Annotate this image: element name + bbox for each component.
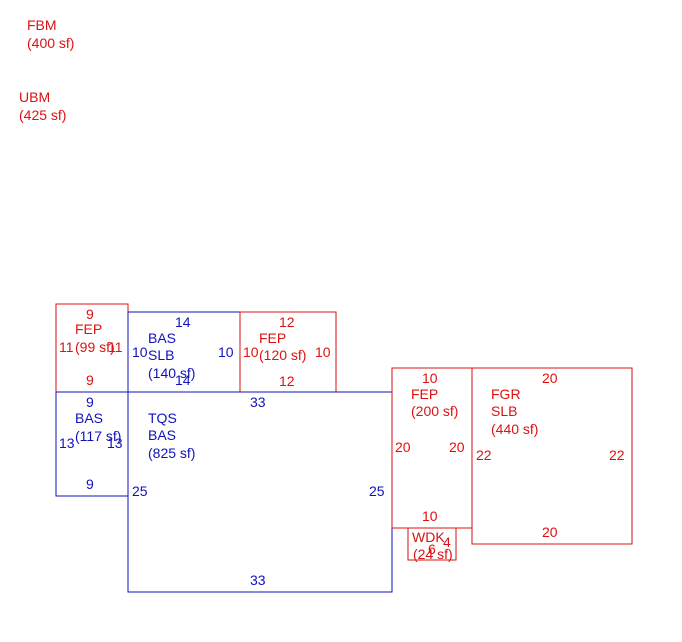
dim-left: 25 <box>132 483 148 499</box>
room-fep-99: FEP (99 sf) 9 9 11 11 <box>55 303 129 393</box>
fbm-name: FBM <box>27 17 57 33</box>
ubm-name: UBM <box>19 89 50 105</box>
dim-bottom: 14 <box>175 372 191 388</box>
dim-right: 10 <box>315 344 331 360</box>
dim-left: 11 <box>59 339 74 355</box>
dim-bottom: 9 <box>86 476 94 492</box>
dim-bottom: 6 <box>428 541 436 557</box>
room-area: (24 sf) <box>413 546 453 562</box>
dim-right: 10 <box>218 344 234 360</box>
dim-bottom: 20 <box>542 524 558 540</box>
dim-top: 9 <box>86 394 94 410</box>
room-area: (140 sf) <box>148 365 195 381</box>
floating-label-ubm: UBM (425 sf) <box>19 89 66 123</box>
dim-right: 25 <box>369 483 385 499</box>
dim-right: 4 <box>443 534 451 550</box>
room-label-1: TQS <box>148 410 177 426</box>
dim-top: 20 <box>542 370 558 386</box>
dim-top: 9 <box>86 306 94 322</box>
dim-left: 13 <box>59 435 75 451</box>
dim-bottom: 9 <box>86 372 94 388</box>
dim-right: 11 <box>108 339 123 355</box>
floating-label-fbm: FBM (400 sf) <box>27 17 74 51</box>
room-outline <box>471 367 633 545</box>
dim-left: 22 <box>476 447 492 463</box>
room-label: BAS <box>75 410 103 426</box>
room-area: (117 sf) <box>75 428 121 444</box>
dim-top: 12 <box>279 314 295 330</box>
room-bas-slb: BAS SLB (140 sf) 14 14 10 10 <box>127 311 241 393</box>
dim-left: 10 <box>243 344 259 360</box>
room-fep-200: FEP (200 sf) 10 10 20 20 <box>391 367 473 529</box>
room-bas-117: BAS (117 sf) 9 9 13 13 <box>55 391 129 497</box>
dim-right: 20 <box>449 439 465 455</box>
room-label-2: BAS <box>148 427 176 443</box>
room-label-2: SLB <box>491 403 517 419</box>
ubm-area: (425 sf) <box>19 107 66 123</box>
room-fgr-slb: FGR SLB (440 sf) 20 20 22 22 <box>471 367 633 545</box>
room-label: WDK <box>412 529 445 545</box>
room-tqs-bas: TQS BAS (825 sf) 33 33 25 25 <box>127 391 393 593</box>
room-label: FEP <box>259 330 286 346</box>
dim-left: 20 <box>395 439 411 455</box>
dim-right: 22 <box>609 447 625 463</box>
dim-top: 33 <box>250 394 266 410</box>
dim-top: 14 <box>175 314 191 330</box>
room-label: FEP <box>75 321 102 337</box>
room-area: (200 sf) <box>411 403 458 419</box>
dim-right: 13 <box>107 435 123 451</box>
room-area: (120 sf) <box>259 347 306 363</box>
room-label-1: FGR <box>491 386 521 402</box>
dim-left: 10 <box>132 344 148 360</box>
room-label-2: SLB <box>148 347 174 363</box>
dim-top: 10 <box>422 370 438 386</box>
room-outline <box>407 527 457 561</box>
room-wdk: WDK (24 sf) 6 4 <box>407 527 457 562</box>
room-label: FEP <box>411 386 438 402</box>
room-label-1: BAS <box>148 330 176 346</box>
room-fep-120: FEP (120 sf) 12 12 10 10 <box>239 311 337 393</box>
dim-bottom: 33 <box>250 572 266 588</box>
room-area: (825 sf) <box>148 445 195 461</box>
dim-bottom: 12 <box>279 373 295 389</box>
room-area: (99 sf) <box>75 339 115 355</box>
fbm-area: (400 sf) <box>27 35 74 51</box>
dim-bottom: 10 <box>422 508 438 524</box>
room-area: (440 sf) <box>491 421 538 437</box>
